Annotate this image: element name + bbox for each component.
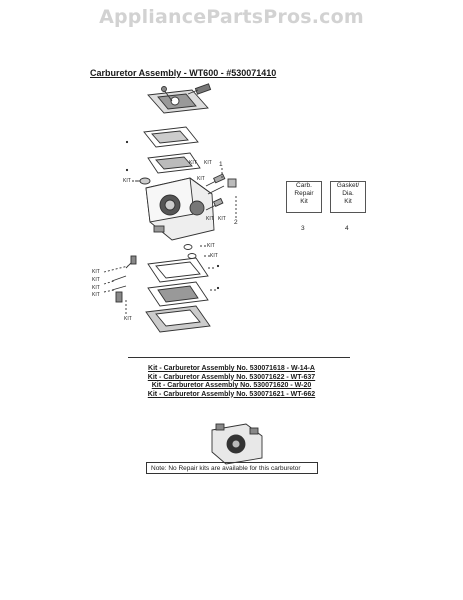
bottom-cover (145, 305, 211, 333)
kit-label: KIT (210, 253, 218, 259)
repair-note: Note: No Repair kits are available for t… (146, 462, 318, 474)
kit-label: KIT (206, 216, 214, 222)
kit-line: Kit - Carburetor Assembly No. 530071620 … (151, 382, 312, 389)
ref-number-4: 4 (345, 225, 349, 232)
separator-line (128, 357, 350, 358)
kit-line: Kit - Carburetor Assembly No. 530071622 … (147, 373, 316, 381)
watermark: AppliancePartsPros.com (99, 6, 364, 28)
kit-label: KIT (92, 269, 100, 275)
ref-number-1: 1 (219, 161, 223, 168)
carburetor-body (145, 177, 215, 241)
kit-label: KIT (92, 292, 100, 298)
kit-label: KIT (124, 316, 132, 322)
kit-list: Kit - Carburetor Assembly No. 530071618 … (0, 365, 463, 399)
washers (183, 244, 197, 259)
kit-label: KIT (92, 285, 100, 291)
ref-number-3: 3 (301, 225, 305, 232)
kit-label: KIT (204, 160, 212, 166)
top-cover-plate (147, 89, 209, 114)
pump-diaphragm (147, 281, 209, 307)
top-gasket (143, 126, 199, 148)
kit-label: KIT (123, 178, 131, 184)
kit-line: Kit - Carburetor Assembly No. 530071621 … (147, 390, 316, 398)
kit-label: KIT (218, 216, 226, 222)
carb-repair-kit-box: Carb. Repair Kit (286, 181, 322, 213)
lever-parts (111, 255, 137, 303)
diaphragm (147, 152, 201, 174)
assembled-carburetor-image (211, 423, 263, 465)
kit-line: Kit - Carburetor Assembly No. 530071618 … (148, 365, 315, 372)
kit-label: KIT (189, 160, 197, 166)
inlet-fitting (187, 83, 212, 95)
kit-label: KIT (92, 277, 100, 283)
leader-lines (103, 168, 237, 316)
kit-label: KIT (207, 243, 215, 249)
diagram-title: Carburetor Assembly - WT600 - #530071410 (90, 68, 277, 78)
lower-gasket (147, 257, 209, 283)
kit-label: KIT (197, 176, 205, 182)
top-screw (161, 86, 173, 102)
gasket-dia-kit-box: Gasket/ Dia. Kit (330, 181, 366, 213)
callout-dots (125, 140, 220, 290)
ref-number-2: 2 (234, 219, 238, 226)
